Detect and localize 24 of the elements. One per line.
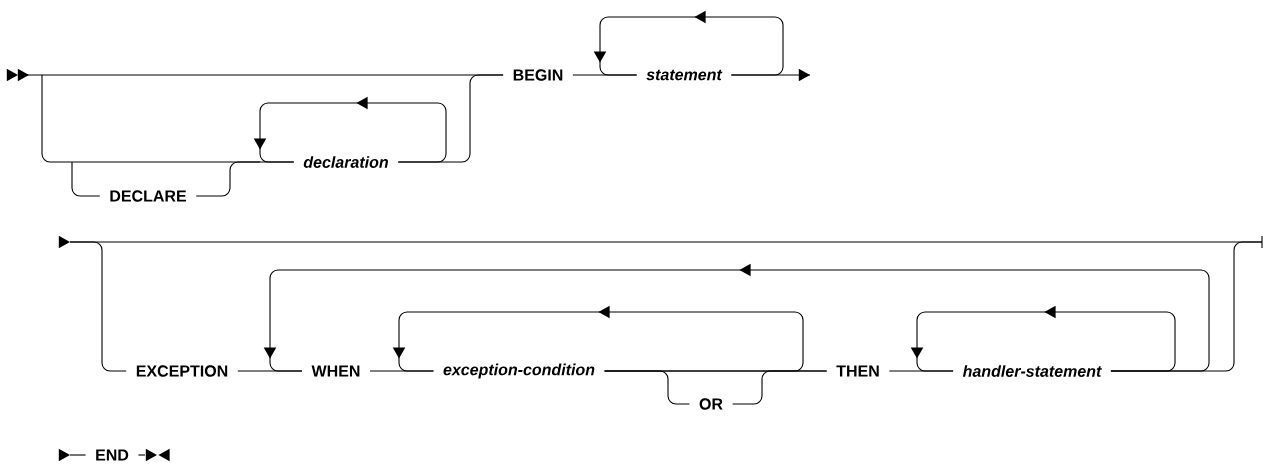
- loop-arrow: [392, 305, 804, 372]
- syntax-keyword: DECLARE: [110, 190, 187, 202]
- loop-arrow: [730, 68, 811, 82]
- syntax-keyword: OR: [699, 398, 723, 410]
- track-line: [397, 74, 504, 163]
- syntax-term: exception-condition: [443, 363, 595, 379]
- loop-arrow: [253, 96, 447, 163]
- syntax-keyword: THEN: [836, 365, 879, 377]
- loop-arrow: [58, 235, 127, 372]
- syntax-term: declaration: [303, 156, 388, 168]
- syntax-term: handler-statement: [962, 365, 1102, 377]
- loop-arrow: [910, 305, 1176, 372]
- loop-arrow: [137, 448, 170, 462]
- loop-arrow: [263, 263, 1210, 372]
- syntax-keyword: BEGIN: [513, 69, 563, 81]
- track-line: [732, 370, 828, 405]
- track-line: [604, 370, 690, 405]
- syntax-keyword: EXCEPTION: [136, 365, 228, 377]
- syntax-keyword: WHEN: [311, 365, 360, 377]
- loop-arrow: [593, 10, 784, 76]
- track-line: [71, 161, 101, 197]
- syntax-keyword: END: [96, 449, 129, 461]
- loop-arrow: [58, 448, 87, 462]
- syntax-term: statement: [646, 69, 723, 81]
